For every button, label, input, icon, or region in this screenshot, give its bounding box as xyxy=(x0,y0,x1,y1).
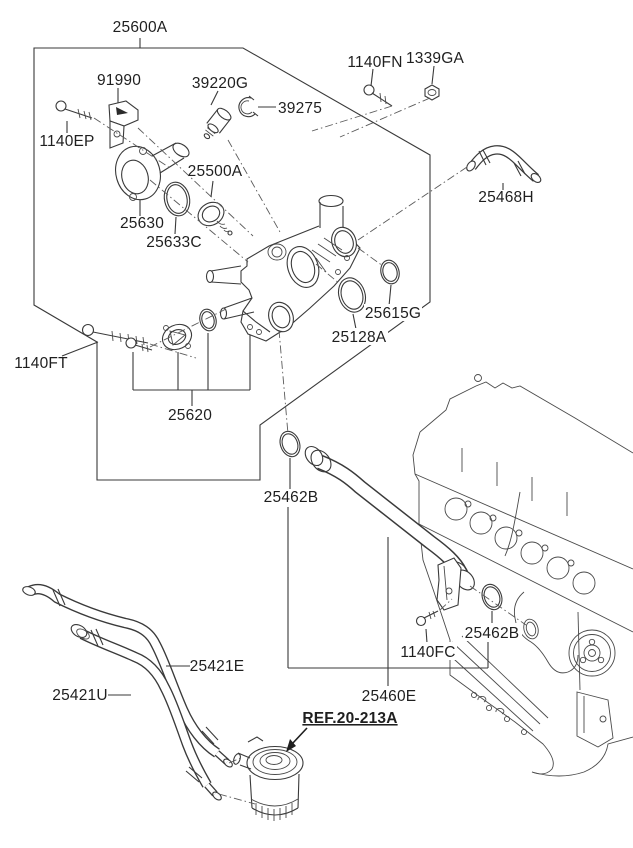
bolt-1140FC xyxy=(415,610,439,627)
part-label-25468H: 25468H xyxy=(478,189,534,206)
bolt-1140FT xyxy=(81,323,149,346)
coolant-housing-art xyxy=(205,194,361,342)
bolt-1140FN xyxy=(363,84,393,107)
part-label-25600A: 25600A xyxy=(113,19,168,36)
oring-25615G xyxy=(380,259,400,285)
part-label-1140FN: 1140FN xyxy=(347,54,402,71)
part-label-25500A: 25500A xyxy=(188,163,243,180)
part-label-25128A: 25128A xyxy=(332,329,387,346)
ref-20-213A-link[interactable]: REF.20-213A xyxy=(302,710,397,727)
assembly-axis-lines xyxy=(93,97,527,805)
part-label-25421U: 25421U xyxy=(52,687,108,704)
oil-cooler-art xyxy=(233,736,304,821)
hose-25421E xyxy=(22,583,233,768)
oring-25462B-lower xyxy=(481,583,503,611)
oring-25462B-upper xyxy=(279,430,301,458)
hose-25468H xyxy=(466,145,542,183)
nut-1339GA xyxy=(424,84,440,101)
hose-25421U xyxy=(70,623,222,801)
clip-39275 xyxy=(238,95,259,118)
part-label-25633C: 25633C xyxy=(146,234,202,251)
part-label-25615G: 25615G xyxy=(365,305,421,322)
oring-25128A xyxy=(337,277,367,313)
part-label-1140EP: 1140EP xyxy=(39,133,94,150)
bolt-1140EP xyxy=(55,100,93,121)
thermostat-25500A xyxy=(197,201,233,236)
part-label-1140FC: 1140FC xyxy=(400,644,455,661)
part-label-25462B-upper: 25462B xyxy=(264,489,319,506)
engine-block-art xyxy=(412,374,633,777)
cover-25630 xyxy=(115,142,190,201)
part-label-1339GA: 1339GA xyxy=(406,50,465,67)
part-label-39220G: 39220G xyxy=(192,75,248,92)
pipe-25460E xyxy=(304,445,475,611)
part-label-39275: 39275 xyxy=(278,100,322,117)
part-label-25630: 25630 xyxy=(120,215,164,232)
part-label-91990: 91990 xyxy=(97,72,141,89)
part-label-1140FT: 1140FT xyxy=(14,355,68,372)
water-inlet-25620-group xyxy=(125,308,217,353)
part-label-25462B-lower: 25462B xyxy=(465,625,520,642)
bracket-91990 xyxy=(108,100,139,149)
sensor-39220G xyxy=(203,107,232,140)
part-label-25421E: 25421E xyxy=(190,658,245,675)
group-box-25600A xyxy=(33,47,431,481)
leader-lines xyxy=(61,38,504,752)
label-backings xyxy=(330,304,522,660)
oring-25633C xyxy=(163,181,191,217)
part-label-25460E: 25460E xyxy=(362,688,417,705)
part-label-25620: 25620 xyxy=(168,407,212,424)
